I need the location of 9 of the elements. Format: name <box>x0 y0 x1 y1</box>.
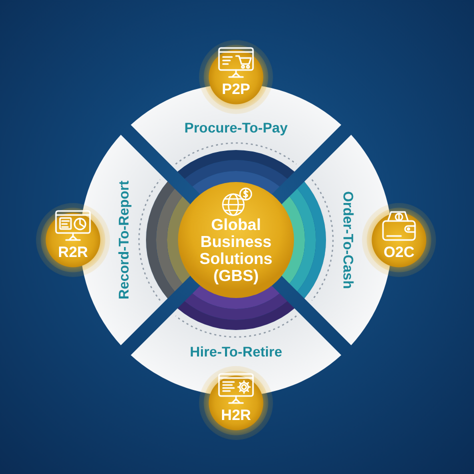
segment-label: Record-To-Report <box>116 180 132 300</box>
process-code: H2R <box>220 407 251 424</box>
segment-label: Order-To-Cash <box>340 191 356 289</box>
process-code: O2C <box>384 244 414 261</box>
process-code: R2R <box>58 244 88 261</box>
segment-label: Procure-To-Pay <box>184 120 288 136</box>
segment-label: Hire-To-Retire <box>190 344 282 360</box>
center-title: Global Business Solutions (GBS) <box>198 217 274 285</box>
process-code: P2P <box>222 81 250 98</box>
